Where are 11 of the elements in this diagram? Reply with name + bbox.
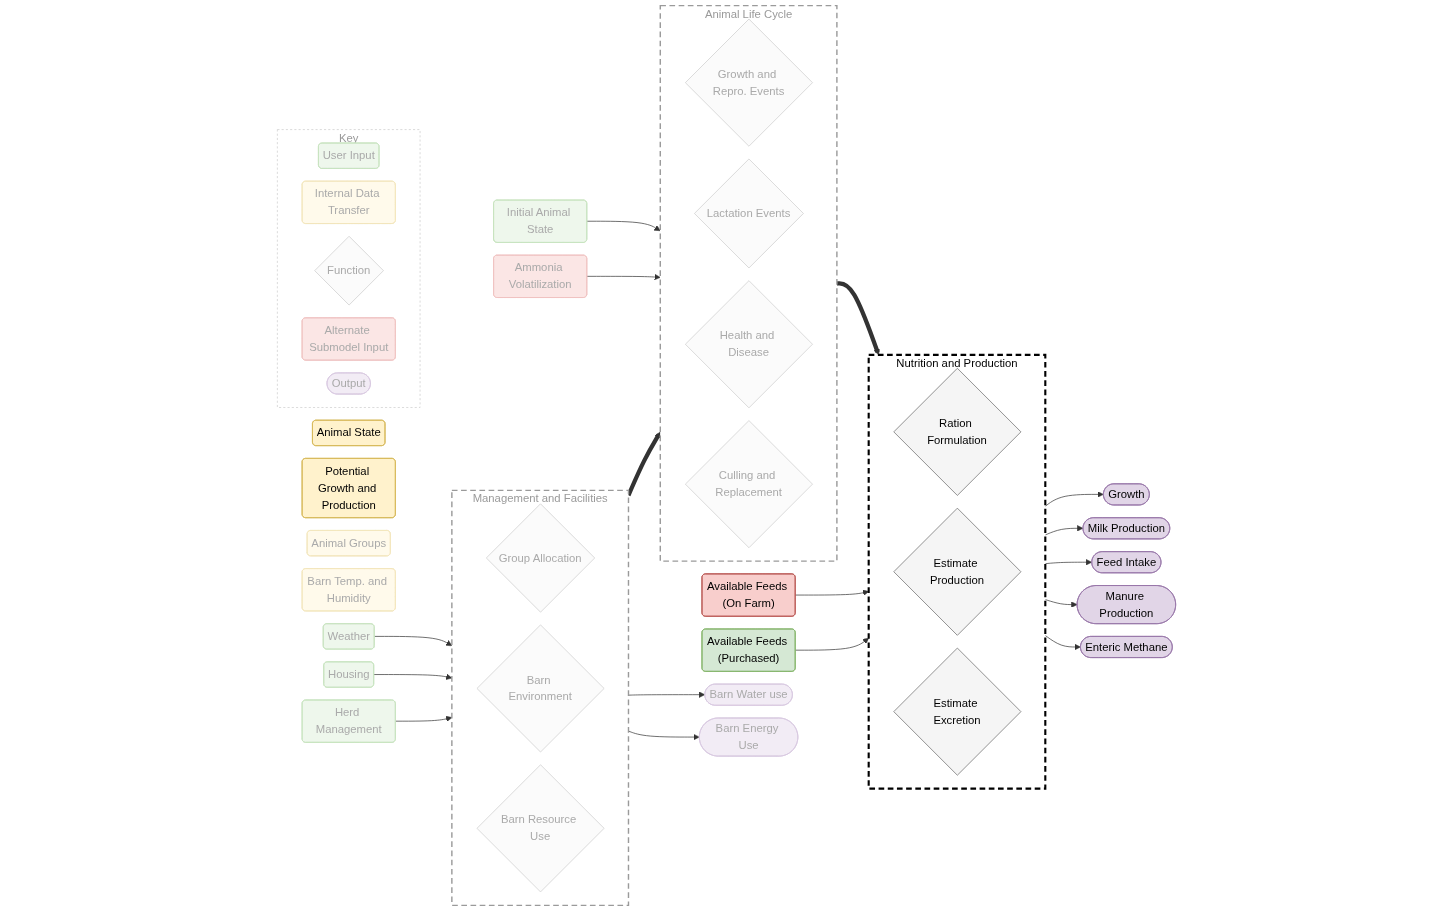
node-diamond: Function [314,235,384,306]
node-diamond: Culling and Replacement [685,420,813,549]
node-diamond: Lactation Events [694,158,804,269]
node-diamond: Barn Resource Use [476,764,605,893]
node-diamond: Estimate Excretion [893,647,1022,776]
node-diamond: Health and Disease [685,280,813,409]
node-diamond: Barn Environment [476,624,605,753]
node-diamond: Group Allocation [486,503,596,613]
node-diamond: Estimate Production [893,507,1022,636]
node-diamond: Ration Formulation [893,367,1022,496]
arrow [626,431,661,497]
